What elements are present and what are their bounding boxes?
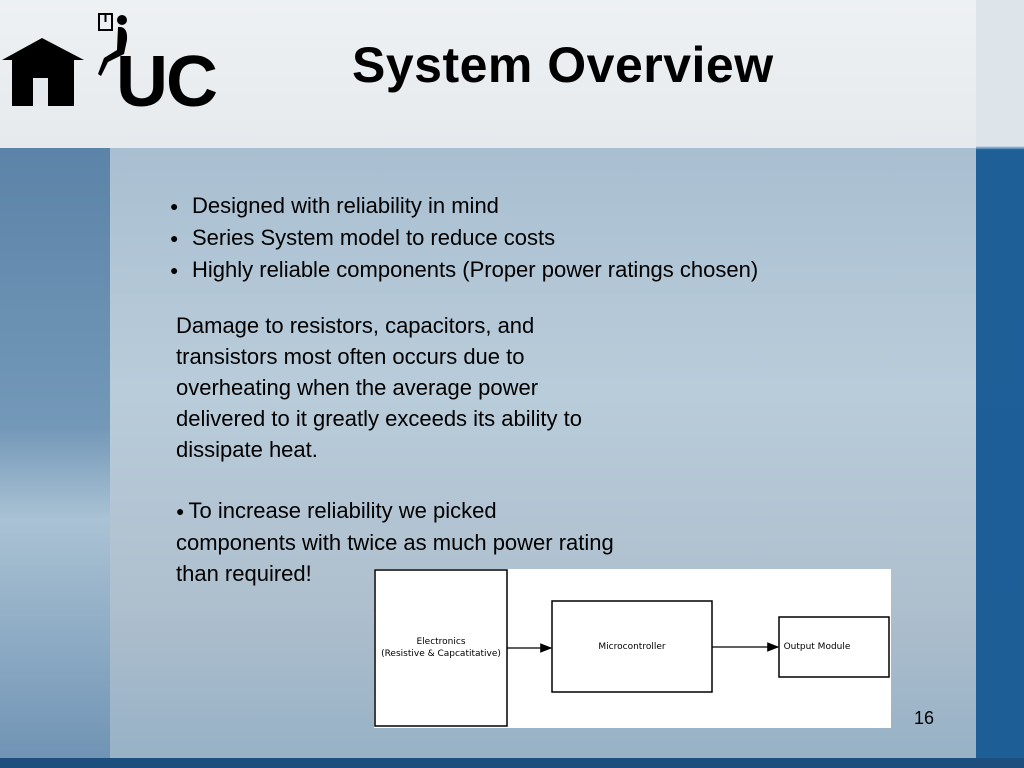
paragraph-line: overheating when the average power xyxy=(176,375,539,400)
paragraph-line: transistors most often occurs due to xyxy=(176,344,525,369)
electronics-label: Electronics xyxy=(416,637,465,647)
slide-title: System Overview xyxy=(352,37,774,93)
bullet-list: ● Designed with reliability in mind ● Seri… xyxy=(170,190,758,286)
logo-letters: UC xyxy=(116,42,217,122)
damage-paragraph: Damage to resistors, capacitors, and tra… xyxy=(176,310,666,465)
bullet-text: Highly reliable components (Proper power… xyxy=(192,257,759,282)
electronics-sublabel: (Resistive & Capcatitative) xyxy=(381,649,501,659)
bullet-item: ● Series System model to reduce costs xyxy=(170,222,758,254)
bullet-text: Series System model to reduce costs xyxy=(192,225,556,250)
bottom-bar xyxy=(0,758,1024,768)
bullet-dot: ● xyxy=(170,198,179,214)
output-module-label: Output Module xyxy=(784,642,851,652)
paragraph-line: Damage to resistors, capacitors, and xyxy=(176,313,535,338)
reliability-note: ●To increase reliability we picked compo… xyxy=(176,495,706,589)
seated-figure-icon xyxy=(98,13,128,76)
note-line: than required! xyxy=(176,561,312,586)
bullet-item: ● Highly reliable components (Proper powe… xyxy=(170,254,758,286)
left-decor-strip xyxy=(0,148,110,768)
house-icon xyxy=(2,38,84,106)
note-line: components with twice as much power rati… xyxy=(176,530,614,555)
right-decor-strip xyxy=(976,0,1024,768)
electronics-block xyxy=(374,569,508,727)
block-diagram: Electronics (Resistive & Capcatitative) … xyxy=(374,569,891,728)
bullet-text: Designed with reliability in mind xyxy=(192,193,499,218)
page-number: 16 xyxy=(914,708,935,728)
microcontroller-block xyxy=(551,600,713,693)
note-line: To increase reliability we picked xyxy=(188,498,497,523)
bullet-item: ● Designed with reliability in mind xyxy=(170,190,758,222)
uc-logo: UC xyxy=(2,13,219,122)
microcontroller-label: Microcontroller xyxy=(598,642,665,652)
bullet-dot: ● xyxy=(176,503,185,519)
paragraph-line: delivered to it greatly exceeds its abil… xyxy=(176,406,582,431)
bullet-dot: ● xyxy=(170,262,179,278)
paragraph-line: dissipate heat. xyxy=(176,437,318,462)
bullet-dot: ● xyxy=(170,230,179,246)
header-band xyxy=(0,0,1024,148)
